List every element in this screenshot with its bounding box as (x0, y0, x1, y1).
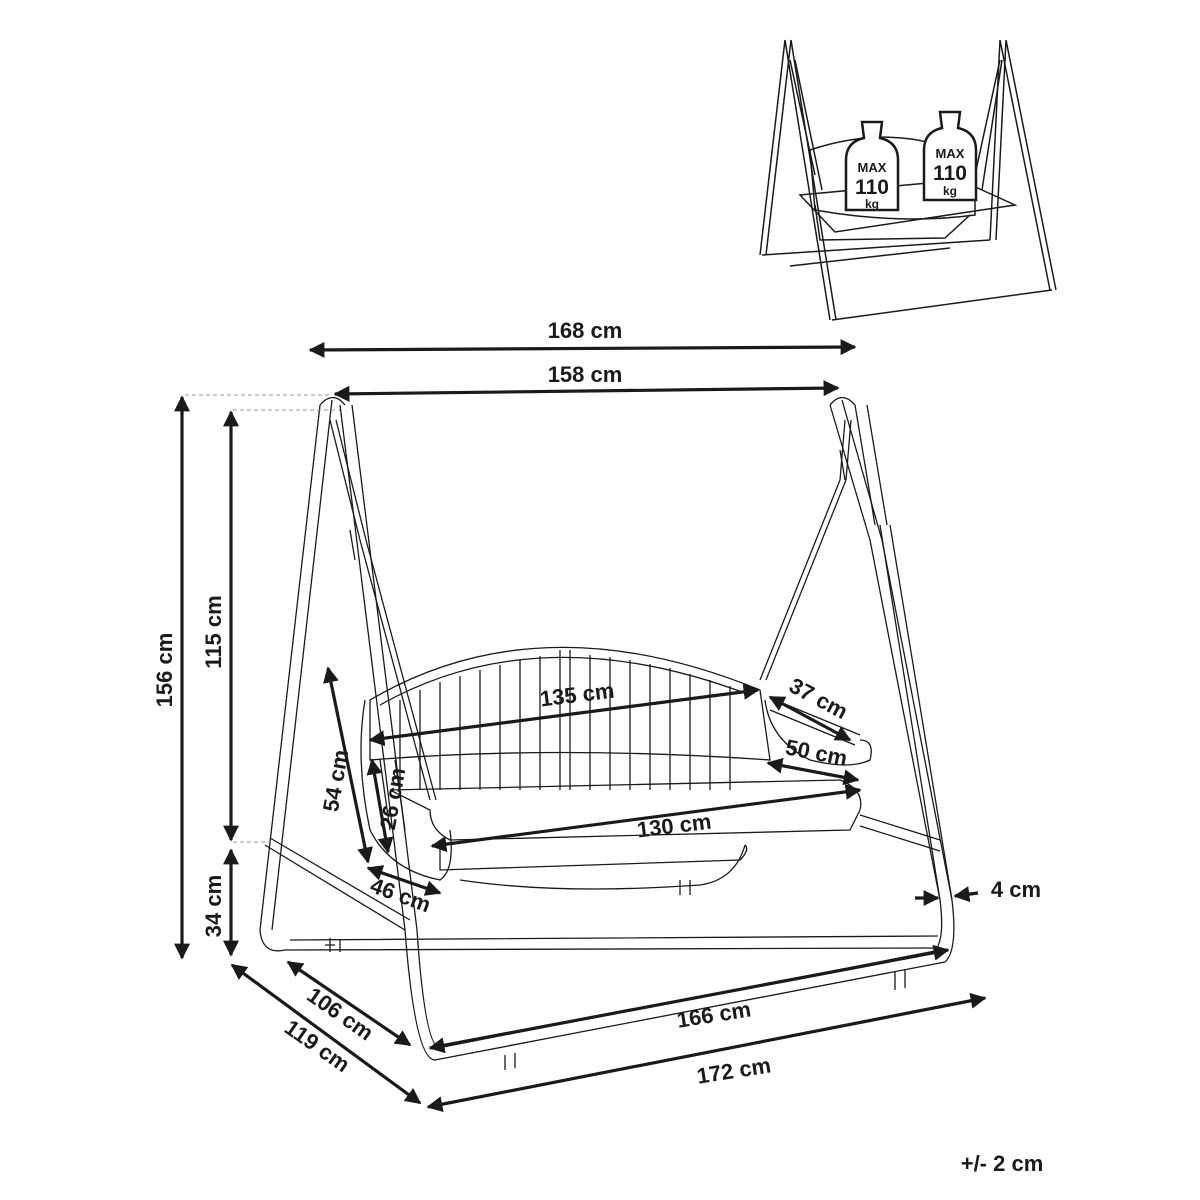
dim-arrow-26 (366, 758, 394, 854)
dim-arrow-135 (368, 683, 760, 747)
weight-right-icon: MAX 110 kg (922, 110, 978, 202)
label-base-width-outer: 172 cm (695, 1052, 773, 1088)
dim-arrow-158 (333, 380, 840, 402)
label-backrest-width: 135 cm (539, 678, 616, 712)
weight-right-unit: kg (943, 184, 957, 198)
dimension-labels: 168 cm 158 cm 156 cm 115 cm 34 cm 135 cm… (152, 318, 1043, 1176)
label-seat-depth: 50 cm (783, 734, 849, 770)
dim-arrow-119 (230, 963, 422, 1105)
label-tube-diameter: 4 cm (991, 877, 1041, 902)
label-top-beam-width: 158 cm (548, 362, 623, 387)
dim-arrow-4-right (953, 886, 979, 903)
label-tolerance: +/- 2 cm (961, 1151, 1044, 1176)
dim-arrow-37 (768, 695, 852, 742)
label-backrest-height: 26 cm (375, 766, 410, 832)
weight-left-unit: kg (865, 197, 879, 211)
label-ground-clearance: 34 cm (201, 875, 226, 937)
label-seat-height-total: 54 cm (318, 748, 353, 814)
dimension-arrows (174, 339, 987, 1113)
dim-arrow-46 (366, 865, 442, 896)
dim-arrow-54 (323, 666, 373, 864)
label-armrest-depth: 37 cm (785, 673, 852, 724)
weight-right-value: 110 (933, 162, 967, 185)
weight-left-icon: MAX 110 kg (844, 120, 900, 212)
weight-left-max: MAX (858, 160, 887, 175)
label-hanging-height: 115 cm (201, 595, 226, 668)
dim-arrow-166 (428, 944, 950, 1054)
load-limit-inset: MAX 110 kg MAX 110 kg (759, 39, 1057, 321)
label-seat-width: 130 cm (636, 809, 713, 843)
extension-lines (185, 394, 340, 843)
weight-left-value: 110 (855, 176, 889, 199)
dim-arrow-50 (766, 757, 860, 786)
dim-arrow-130 (430, 783, 862, 853)
label-total-height: 156 cm (152, 633, 177, 708)
label-overall-width: 168 cm (548, 318, 623, 343)
dim-arrow-168 (308, 339, 857, 358)
weight-right-max: MAX (936, 146, 965, 161)
dim-arrow-172 (426, 992, 987, 1113)
label-base-width-inner: 166 cm (675, 996, 753, 1032)
